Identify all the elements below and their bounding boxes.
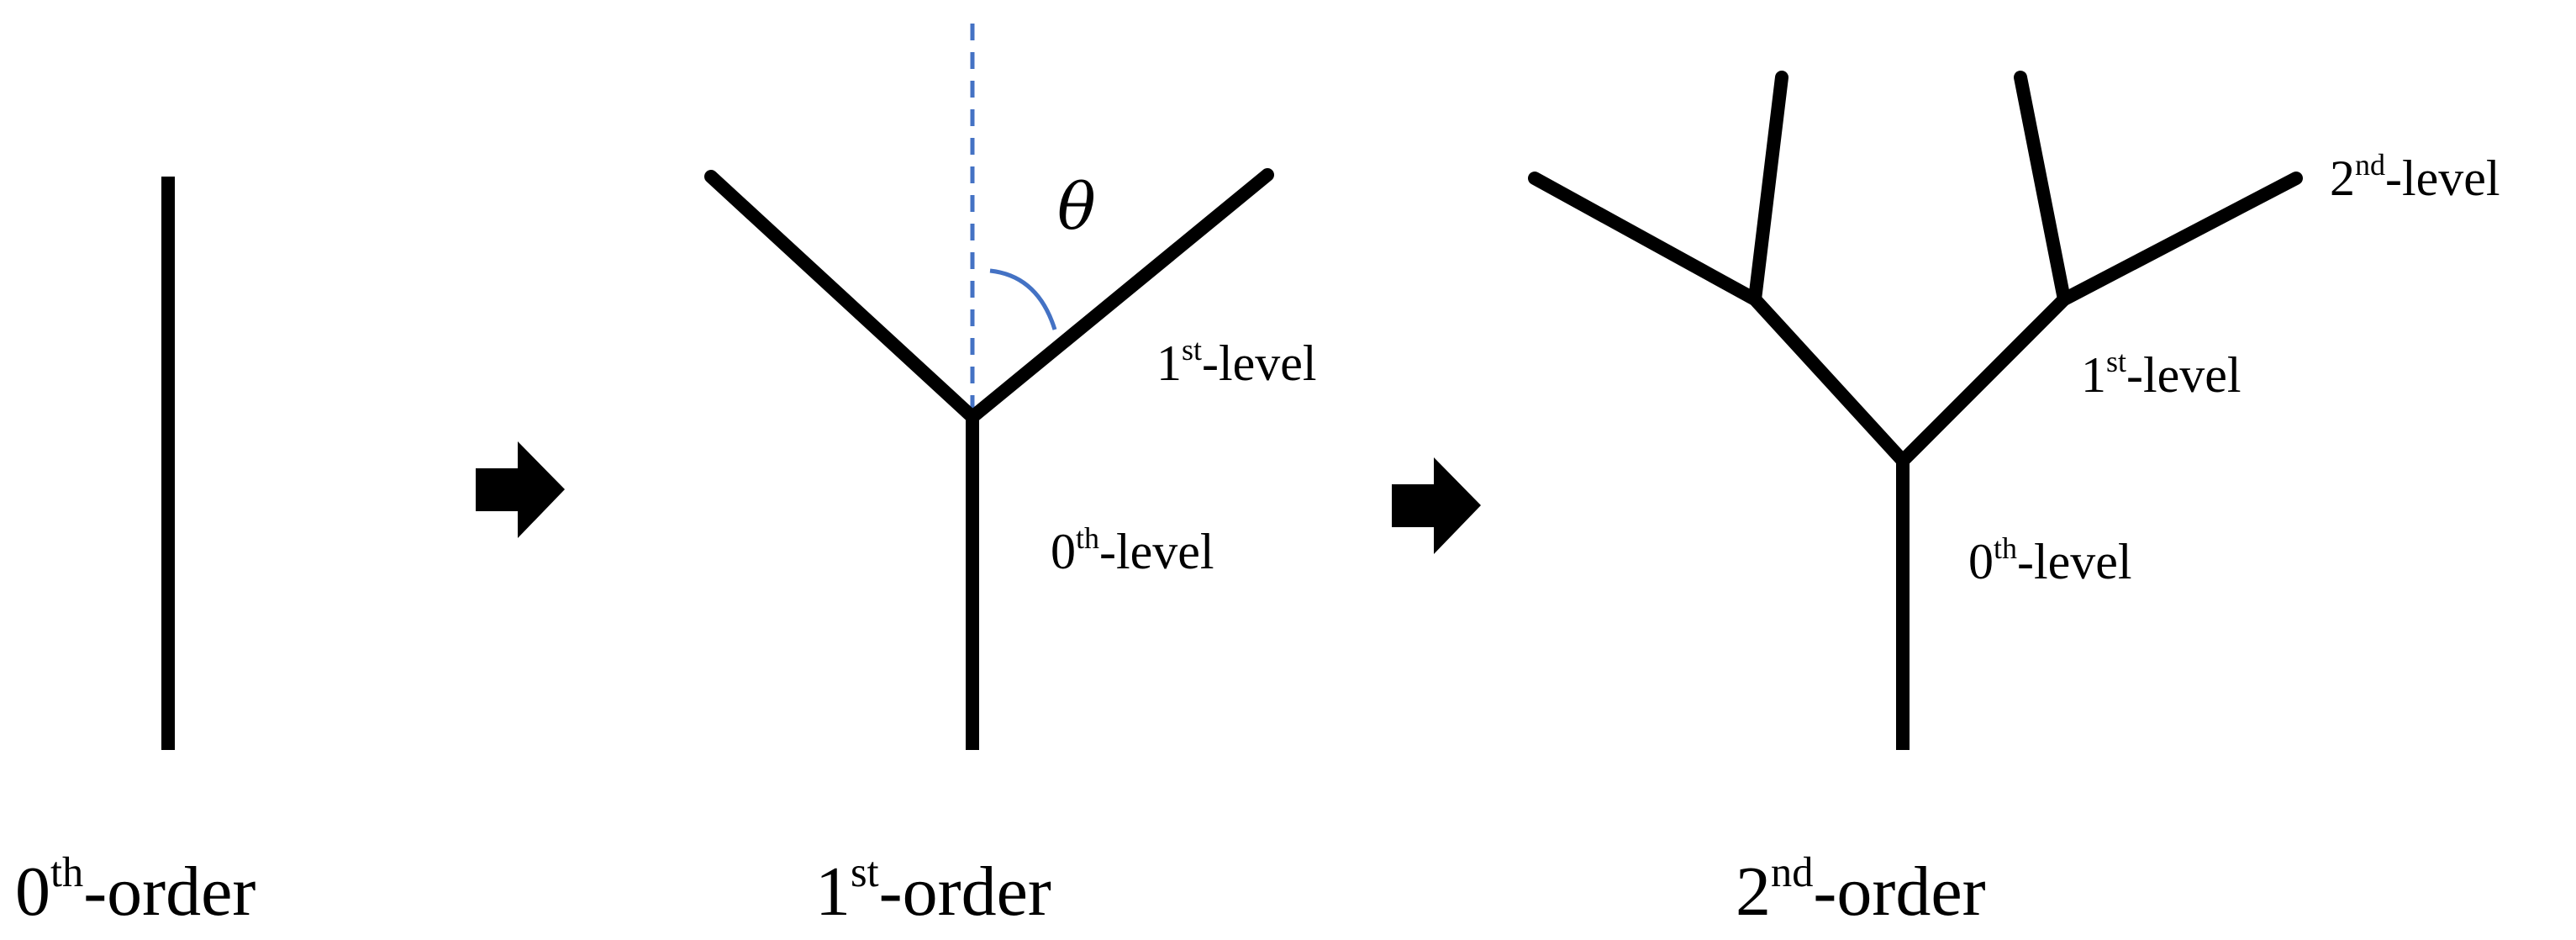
first-order-left-branch: [704, 170, 979, 424]
second-order-second-level-label: 2nd-level: [2330, 148, 2500, 206]
first-order-zeroth-level-label: 0th-level: [1051, 521, 1214, 579]
angle-symbol: θ: [1057, 169, 1096, 244]
second-order-right-branch: [1896, 293, 2071, 467]
right-arrow-icon: [1392, 457, 1481, 554]
second-order-tree: [1528, 71, 2303, 750]
first-order-tree: [704, 24, 1274, 750]
second-order-first-level-label: 1st-level: [2081, 345, 2241, 403]
second-order-label: 2nd-order: [1736, 848, 1986, 931]
first-order-right-branch: [966, 168, 1274, 424]
second-order-left-branch: [1748, 293, 1910, 467]
second-order-zeroth-level-label: 0th-level: [1968, 531, 2132, 589]
angle-arc: [989, 268, 1057, 330]
second-order-right-inner-twig: [2014, 71, 2071, 306]
zeroth-order-label: 0th-order: [15, 848, 255, 931]
first-order-first-level-label: 1st-level: [1156, 333, 1317, 391]
first-order-label: 1st-order: [815, 848, 1051, 931]
second-order-left-outer-twig: [1528, 172, 1762, 306]
second-order-right-outer-twig: [2057, 172, 2303, 306]
right-arrow-icon: [476, 441, 565, 538]
second-order-left-inner-twig: [1748, 71, 1788, 306]
